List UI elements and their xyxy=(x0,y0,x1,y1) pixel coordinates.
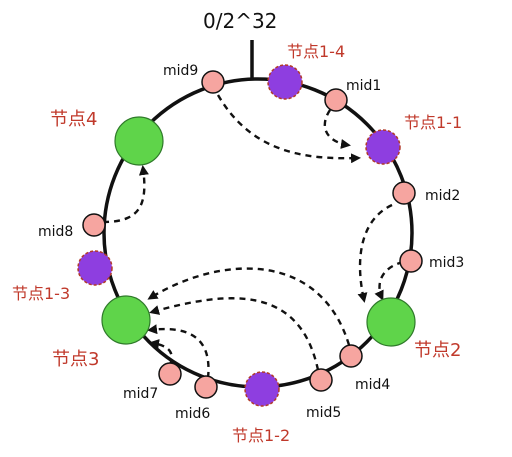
arrow-mid6-to-node3 xyxy=(147,324,210,379)
data-key-mid2-label: mid2 xyxy=(425,188,460,204)
arrow-mid1-to-node1-1 xyxy=(323,109,351,149)
ring-origin-label: 0/2^32 xyxy=(203,9,277,33)
virtual-node-1-3 xyxy=(77,250,113,286)
data-key-mid4 xyxy=(339,344,363,368)
data-key-mid8-label: mid8 xyxy=(38,224,73,240)
arrow-mid9-to-node1-1 xyxy=(216,94,361,164)
arrow-mid8-to-node4 xyxy=(102,165,149,224)
data-key-mid2 xyxy=(392,181,416,205)
arrow-mid2-to-node2 xyxy=(357,203,393,303)
arrow-mid3-to-node2 xyxy=(374,260,404,301)
data-key-mid3-label: mid3 xyxy=(429,255,464,271)
data-key-mid1-label: mid1 xyxy=(346,78,381,94)
data-key-mid6-label: mid6 xyxy=(175,406,210,422)
physical-node-4 xyxy=(114,116,164,166)
virtual-node-1-2 xyxy=(244,371,280,407)
physical-node-3-label: 节点3 xyxy=(52,349,99,370)
virtual-node-1-3-label: 节点1-3 xyxy=(12,284,70,303)
data-key-mid1 xyxy=(324,88,348,112)
physical-node-3 xyxy=(101,295,151,345)
physical-node-2-label: 节点2 xyxy=(414,340,461,361)
arrow-mid7-to-node3 xyxy=(149,339,173,366)
data-key-mid8 xyxy=(82,213,106,237)
arrow-mid5-to-node3 xyxy=(149,297,320,371)
data-key-mid7 xyxy=(158,362,182,386)
data-key-mid5-label: mid5 xyxy=(306,405,341,421)
arrow-mid4-to-node3 xyxy=(147,267,351,346)
virtual-node-1-1 xyxy=(365,129,401,165)
physical-node-2 xyxy=(366,297,416,347)
virtual-node-1-4-label: 节点1-4 xyxy=(287,42,345,61)
virtual-node-1-1-label: 节点1-1 xyxy=(404,113,462,132)
physical-node-4-label: 节点4 xyxy=(50,109,97,130)
data-key-mid9-label: mid9 xyxy=(163,63,198,79)
data-key-mid9 xyxy=(201,70,225,94)
data-key-mid6 xyxy=(194,375,218,399)
data-key-mid3 xyxy=(399,249,423,273)
data-key-mid7-label: mid7 xyxy=(123,386,158,402)
data-key-mid4-label: mid4 xyxy=(355,377,390,393)
data-key-mid5 xyxy=(309,368,333,392)
virtual-node-1-2-label: 节点1-2 xyxy=(232,426,290,445)
virtual-node-1-4 xyxy=(267,64,303,100)
